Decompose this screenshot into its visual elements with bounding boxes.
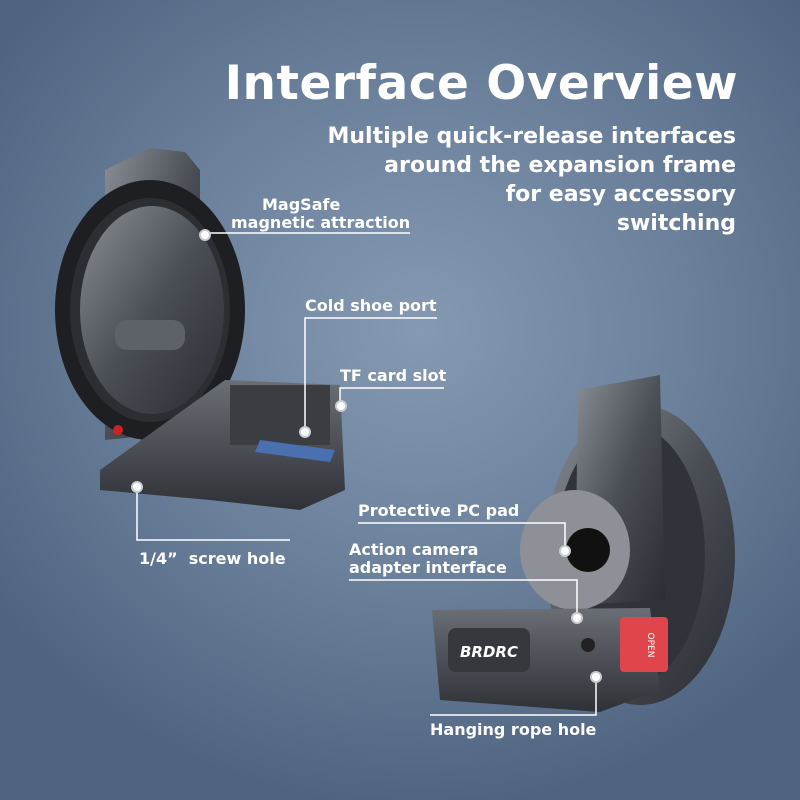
open-button-text: OPEN	[645, 633, 655, 658]
magsafe-label-2: magnetic attraction	[231, 213, 411, 232]
action-camera-label: Action camera	[349, 540, 479, 559]
magsafe-label: MagSafe	[262, 195, 341, 214]
leader-lines	[136, 232, 597, 716]
page-title: Interface Overview	[224, 56, 738, 111]
subtitle-line: Multiple quick-release interfaces	[327, 124, 737, 149]
brand-logo: BRDRC	[460, 643, 518, 661]
subtitle-line: for easy accessory	[505, 182, 736, 207]
rope-hole-label: Hanging rope hole	[430, 720, 597, 739]
tf-card-label: TF card slot	[340, 366, 447, 385]
subtitle-line: around the expansion frame	[384, 153, 736, 178]
subtitle: Multiple quick-release interfaces around…	[328, 122, 737, 238]
open-release-button	[620, 617, 668, 672]
screw-hole-label: 1/4” screw hole	[139, 549, 286, 568]
subtitle-line: switching	[616, 211, 736, 236]
left-product-image	[55, 148, 345, 510]
pc-pad-label: Protective PC pad	[358, 501, 520, 520]
action-camera-label-2: adapter interface	[349, 558, 507, 577]
marker-dots	[131, 229, 602, 683]
cold-shoe-label: Cold shoe port	[305, 296, 437, 315]
right-product-image: BRDRC OPEN	[432, 375, 735, 712]
